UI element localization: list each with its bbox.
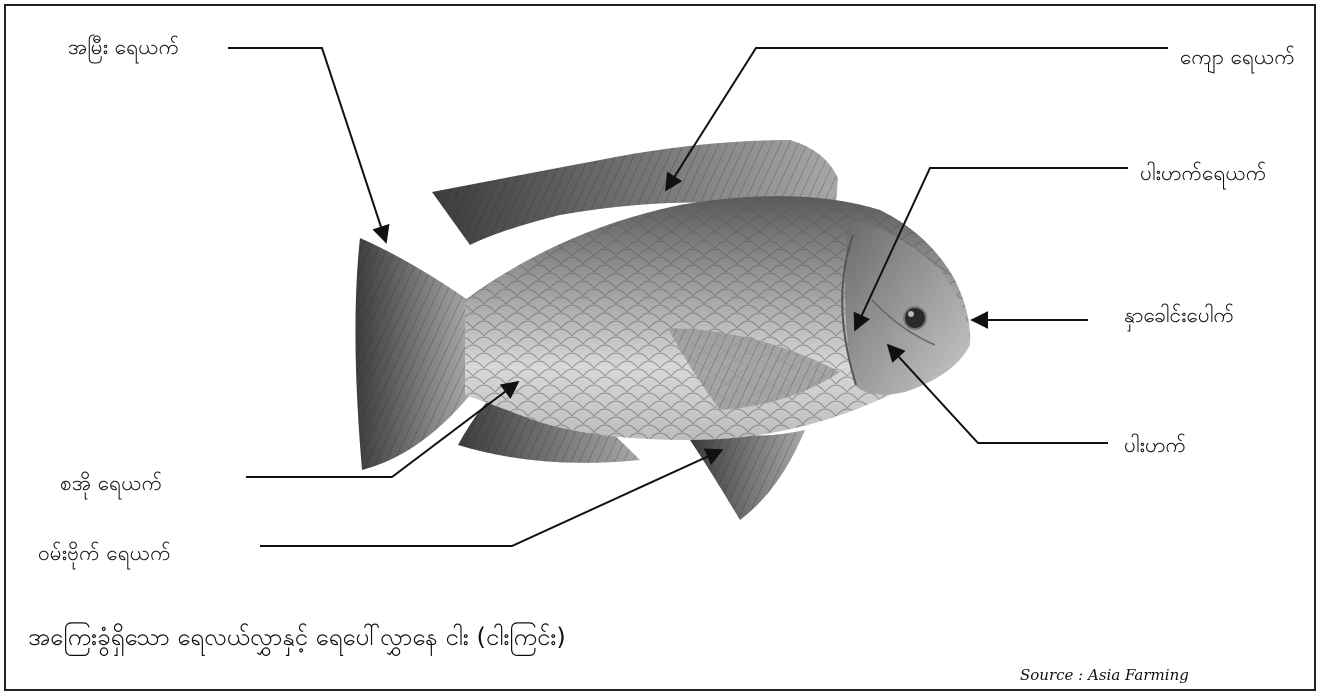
figure-source: Source : Asia Farming — [1020, 666, 1189, 684]
label-dorsal-fin: ကျော ရေယက် — [1180, 44, 1295, 70]
label-pelvic-fin: စအို ရေယက် — [60, 470, 162, 496]
tail-fin-shape — [355, 238, 470, 470]
label-anal-fin: ဝမ်းဗိုက် ရေယက် — [38, 540, 171, 566]
label-mouth: နှာခေါင်းပေါက် — [1124, 302, 1234, 328]
label-tail-fin: အမြီး ရေယက် — [68, 34, 179, 60]
label-gill: ပါးဟက် — [1124, 432, 1186, 458]
anal-fin-shape — [690, 430, 805, 520]
label-gill-cover-fin: ပါးဟက်ရေယက် — [1140, 160, 1266, 186]
leader-tail-fin — [228, 48, 386, 242]
figure-caption: အကြေးခွံရှိသော ရေလယ်လွှာနှင့် ရေပေါ်လွှာ… — [28, 622, 566, 652]
leader-anal-fin — [260, 450, 722, 546]
fish-head-shape — [842, 220, 970, 395]
fish-eye — [904, 307, 926, 329]
